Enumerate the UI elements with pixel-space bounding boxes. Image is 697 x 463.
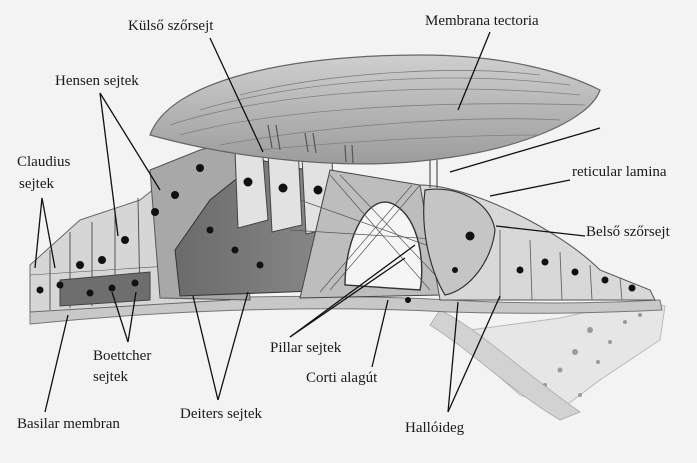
label-halloideg: Hallóideg (405, 420, 465, 436)
label-claudius-2: sejtek (19, 176, 54, 192)
leader-basilar (45, 315, 68, 412)
label-deiters-sejtek: Deiters sejtek (180, 406, 263, 422)
label-reticular-lamina: reticular lamina (572, 164, 667, 180)
label-boettcher-1: Boettcher (93, 348, 151, 364)
label-corti-alagut: Corti alagút (306, 370, 378, 386)
leader-hensen-2 (100, 93, 160, 190)
label-hensen-sejtek: Hensen sejtek (55, 73, 139, 89)
label-boettcher-2: sejtek (93, 369, 128, 385)
label-claudius-1: Claudius (17, 154, 70, 170)
label-basilar-membran: Basilar membran (17, 416, 120, 432)
label-kulso-szorsejt: Külső szőrsejt (128, 18, 214, 34)
label-pillar-sejtek: Pillar sejtek (270, 340, 342, 356)
label-belso-szorsejt: Belső szőrsejt (586, 224, 671, 240)
leader-reticular-2 (490, 180, 570, 196)
leader-corti-alagut (372, 300, 388, 367)
label-membrana-tectoria: Membrana tectoria (425, 13, 539, 29)
